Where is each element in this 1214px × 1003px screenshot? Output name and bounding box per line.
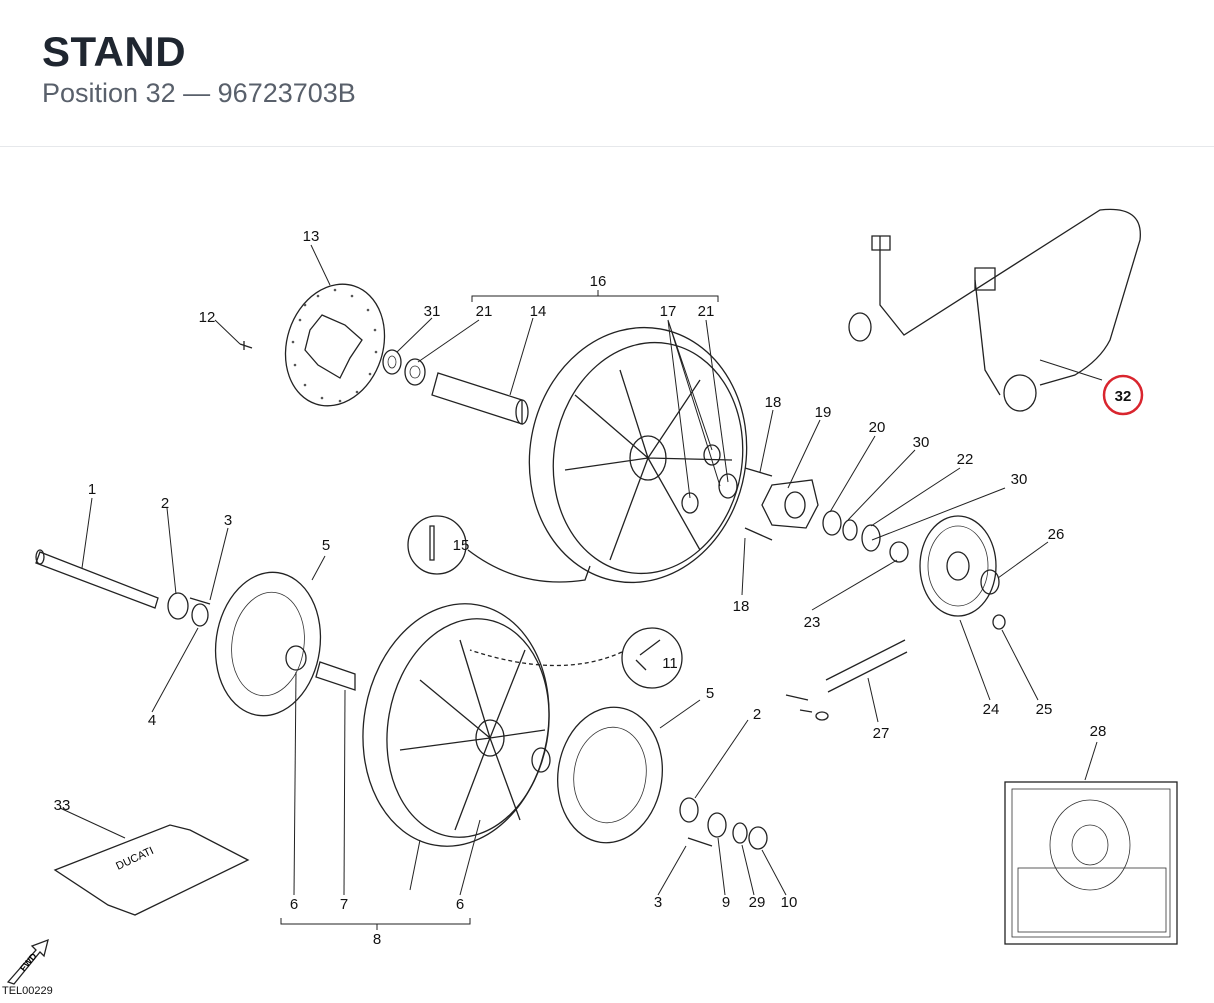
callout-5-left[interactable]: 5: [322, 537, 330, 554]
page-header: STAND Position 32 — 96723703B: [0, 0, 1214, 147]
spacer-31: [382, 349, 402, 375]
nut-10: [748, 826, 768, 850]
bolt-3-right: [687, 837, 713, 847]
tool-bag: DUCATI: [53, 824, 250, 916]
spacer-2-right: [679, 797, 699, 823]
callout-7[interactable]: 7: [340, 896, 348, 913]
bolt-3-left: [189, 597, 211, 605]
front-wheel: [362, 603, 550, 847]
seal-20: [822, 510, 842, 536]
seal-4: [191, 603, 209, 627]
spacer-tube-14: [431, 372, 529, 425]
callout-15[interactable]: 15: [453, 537, 470, 554]
callout-28[interactable]: 28: [1090, 723, 1107, 740]
callout-19[interactable]: 19: [815, 404, 832, 421]
callout-13[interactable]: 13: [303, 228, 320, 245]
drawing-code: TEL00229: [2, 985, 53, 997]
callout-26[interactable]: 26: [1048, 526, 1065, 543]
callout-18-top[interactable]: 18: [765, 394, 782, 411]
drive-chain: [785, 639, 908, 721]
callout-9[interactable]: 9: [722, 894, 730, 911]
callout-14[interactable]: 14: [530, 303, 547, 320]
callout-27[interactable]: 27: [873, 725, 890, 742]
page-subtitle: Position 32 — 96723703B: [42, 78, 356, 109]
bearing-22: [861, 524, 881, 552]
callout-16[interactable]: 16: [590, 273, 607, 290]
callout-4[interactable]: 4: [148, 712, 156, 729]
circlip-26: [980, 569, 1000, 595]
callout-6-right[interactable]: 6: [456, 896, 464, 913]
spacer-23: [889, 541, 909, 563]
callout-30-bottom[interactable]: 30: [1011, 471, 1028, 488]
callout-18-bottom[interactable]: 18: [733, 598, 750, 615]
callout-29[interactable]: 29: [749, 894, 766, 911]
rear-brake-disc: [284, 283, 386, 407]
callout-24[interactable]: 24: [983, 701, 1000, 718]
position-32-highlight: [1102, 374, 1144, 416]
callout-3-left[interactable]: 3: [224, 512, 232, 529]
callout-21-left[interactable]: 21: [476, 303, 493, 320]
disc-bolt-12: [239, 341, 253, 350]
front-brake-disc-left: [214, 571, 322, 717]
page-title: STAND: [42, 28, 187, 75]
callout-2-left[interactable]: 2: [161, 495, 169, 512]
callout-8[interactable]: 8: [373, 931, 381, 948]
bearing-6-right: [531, 747, 551, 773]
callout-5-right[interactable]: 5: [706, 685, 714, 702]
callout-6-left[interactable]: 6: [290, 896, 298, 913]
callout-labels: 13 12 31 21 14 16 17 21 18 19 20 30 22 3…: [54, 228, 1132, 948]
callout-3-right[interactable]: 3: [654, 894, 662, 911]
seal-29: [732, 822, 748, 844]
spacer-7: [315, 661, 356, 691]
seal-30: [842, 519, 858, 541]
stud-18-top: [744, 467, 773, 477]
nut-25: [992, 614, 1006, 630]
callout-22[interactable]: 22: [957, 451, 974, 468]
stud-18-bottom: [744, 527, 773, 541]
decal-panel: [1004, 781, 1178, 945]
bag-text: DUCATI: [114, 845, 155, 873]
callout-2-right[interactable]: 2: [753, 706, 761, 723]
rear-sprocket: [919, 515, 997, 617]
callout-32[interactable]: 32: [1115, 388, 1132, 405]
callout-25[interactable]: 25: [1036, 701, 1053, 718]
callout-17[interactable]: 17: [660, 303, 677, 320]
callout-11[interactable]: 11: [662, 655, 678, 672]
subtitle-position: 32: [145, 78, 176, 108]
subtitle-prefix: Position: [42, 78, 139, 108]
front-axle-1: [35, 549, 159, 609]
callout-23[interactable]: 23: [804, 614, 821, 631]
subtitle-part-number: 96723703B: [217, 78, 356, 108]
callout-31[interactable]: 31: [424, 303, 441, 320]
spacer-2-left: [167, 592, 189, 620]
bearing-21-left: [404, 358, 426, 386]
callout-12[interactable]: 12: [199, 309, 216, 326]
leader-lines: [59, 244, 1103, 930]
callout-10[interactable]: 10: [781, 894, 798, 911]
front-brake-disc-right: [556, 706, 664, 844]
callout-30-top[interactable]: 30: [913, 434, 930, 451]
callout-33[interactable]: 33: [54, 797, 71, 814]
forward-arrow-icon: FWD: [6, 938, 49, 985]
callout-21-right[interactable]: 21: [698, 303, 715, 320]
valve-inset-15: [407, 515, 591, 583]
bearing-9: [707, 812, 727, 838]
callout-1[interactable]: 1: [88, 481, 96, 498]
subtitle-separator: —: [183, 78, 211, 108]
sprocket-carrier-19: [761, 479, 819, 529]
rear-wheel: [528, 326, 748, 584]
rear-hub-pins-17: [681, 444, 738, 514]
callout-20[interactable]: 20: [869, 419, 886, 436]
valve-inset-11: [469, 627, 683, 689]
rear-stand: [848, 208, 1141, 412]
